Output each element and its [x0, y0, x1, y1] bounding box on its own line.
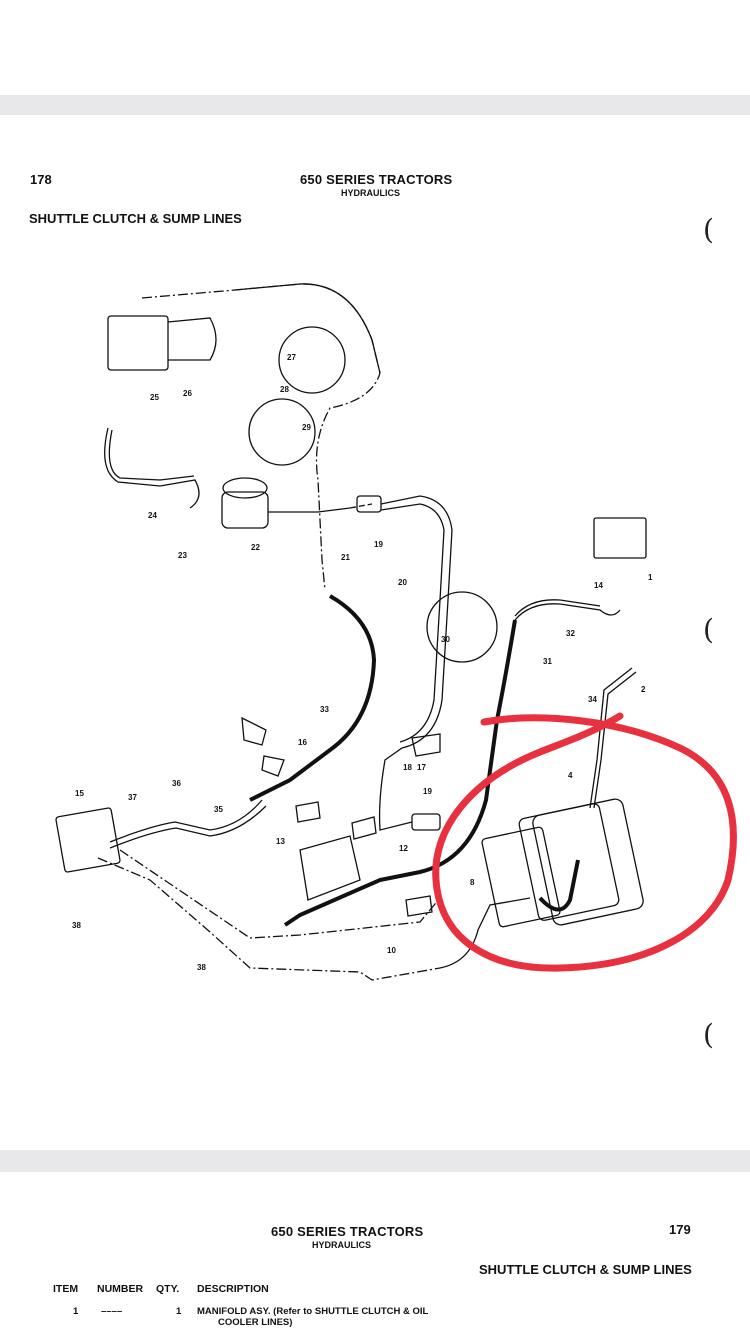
row-qty: 1	[176, 1306, 182, 1317]
page-number: 178	[30, 172, 52, 187]
row-description-cont: COOLER LINES)	[218, 1317, 293, 1328]
col-header-item: ITEM	[53, 1283, 79, 1295]
row-number: ––––	[101, 1306, 123, 1317]
section-subtitle: HYDRAULICS	[341, 188, 401, 198]
series-title: 650 SERIES TRACTORS	[300, 172, 453, 187]
page-gap-top	[0, 95, 750, 115]
col-header-number: NUMBER	[97, 1283, 144, 1295]
page-178: 178 650 SERIES TRACTORS HYDRAULICS SHUTT…	[0, 115, 750, 1150]
page-gap-bottom	[0, 1150, 750, 1172]
col-header-qty: QTY.	[156, 1283, 180, 1295]
page-179: 650 SERIES TRACTORS HYDRAULICS 179 SHUTT…	[0, 1172, 750, 1334]
row-item: 1	[73, 1306, 79, 1317]
binder-mark: (	[703, 213, 714, 246]
binder-mark: (	[703, 1018, 714, 1051]
section-title: SHUTTLE CLUTCH & SUMP LINES	[479, 1262, 692, 1277]
diagram-title: SHUTTLE CLUTCH & SUMP LINES	[29, 211, 242, 226]
series-title: 650 SERIES TRACTORS	[271, 1224, 424, 1239]
page-number: 179	[669, 1222, 691, 1237]
row-description: MANIFOLD ASY. (Refer to SHUTTLE CLUTCH &…	[197, 1306, 429, 1317]
binder-mark: (	[703, 613, 714, 646]
section-subtitle: HYDRAULICS	[312, 1240, 372, 1250]
col-header-description: DESCRIPTION	[197, 1283, 269, 1295]
